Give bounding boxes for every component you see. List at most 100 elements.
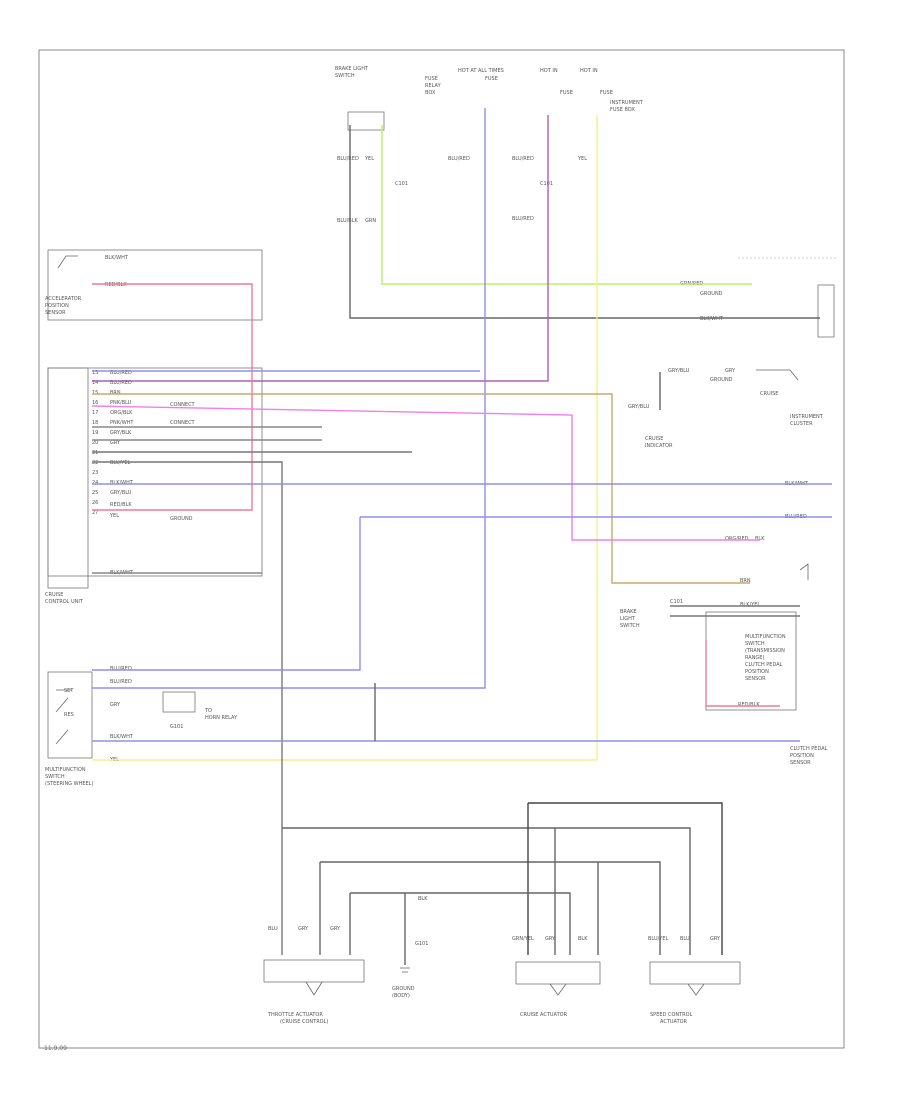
svg-text:RELAY: RELAY	[425, 83, 442, 89]
svg-text:BLU/RED: BLU/RED	[512, 216, 534, 222]
svg-text:SWITCH: SWITCH	[335, 73, 355, 79]
diagram-border	[38, 49, 845, 1049]
svg-text:BLU/YEL: BLU/YEL	[110, 460, 131, 466]
svg-text:(CRUISE CONTROL): (CRUISE CONTROL)	[280, 1019, 328, 1025]
svg-text:RED/BLK: RED/BLK	[110, 502, 132, 508]
svg-text:GRY: GRY	[330, 926, 341, 932]
svg-text:HOT IN: HOT IN	[580, 68, 598, 74]
svg-text:27: 27	[92, 510, 98, 516]
svg-text:18: 18	[92, 420, 98, 426]
svg-text:BLK/YEL: BLK/YEL	[740, 602, 760, 608]
svg-text:CONTROL UNIT: CONTROL UNIT	[45, 599, 84, 605]
svg-text:GROUND: GROUND	[392, 986, 415, 992]
svg-text:CRUISE ACTUATOR: CRUISE ACTUATOR	[520, 1012, 568, 1018]
svg-text:FUSE: FUSE	[485, 76, 498, 82]
svg-text:BLU: BLU	[680, 936, 690, 942]
svg-text:MULTIFUNCTION: MULTIFUNCTION	[745, 634, 786, 640]
svg-text:INSTRUMENT: INSTRUMENT	[610, 100, 644, 106]
svg-text:BLU/RED: BLU/RED	[110, 380, 132, 386]
svg-text:BLK/WHT: BLK/WHT	[110, 734, 134, 740]
svg-text:BLU/RED: BLU/RED	[448, 156, 470, 162]
svg-text:RED/BLK: RED/BLK	[738, 702, 760, 708]
svg-text:PNK/BLU: PNK/BLU	[110, 400, 132, 406]
svg-text:BLK/WHT: BLK/WHT	[105, 255, 129, 261]
top-center-labels: FUSE RELAY BOX HOT AT ALL TIMES FUSE BLU…	[425, 68, 644, 222]
svg-text:C101: C101	[395, 181, 408, 187]
svg-text:FUSE: FUSE	[560, 90, 573, 96]
cruise-control-unit: 13 14 15 16 17 18 19 20 21 22 23 24 25 2…	[45, 367, 263, 605]
svg-text:BLK: BLK	[755, 536, 765, 542]
svg-text:BOX: BOX	[425, 90, 436, 96]
svg-text:17: 17	[92, 410, 98, 416]
svg-text:20: 20	[92, 440, 98, 446]
multifunction-switch: SET RES BLU/RED BLU/RED GRY BLK/WHT YEL …	[45, 666, 238, 787]
svg-text:CRUISE: CRUISE	[45, 592, 63, 598]
svg-text:HOT AT ALL TIMES: HOT AT ALL TIMES	[458, 68, 504, 74]
svg-text:RED/BLK: RED/BLK	[105, 282, 127, 288]
svg-text:LIGHT: LIGHT	[620, 616, 636, 622]
svg-text:BLU/RED: BLU/RED	[110, 679, 132, 685]
wires	[91, 108, 832, 965]
svg-text:CLUTCH PEDAL: CLUTCH PEDAL	[790, 746, 828, 752]
svg-text:GROUND: GROUND	[700, 291, 723, 297]
svg-text:MULTIFUNCTION: MULTIFUNCTION	[45, 767, 86, 773]
svg-text:25: 25	[92, 490, 98, 496]
svg-text:INDICATOR: INDICATOR	[645, 443, 673, 449]
svg-text:15: 15	[92, 390, 98, 396]
svg-text:BLK/WHT: BLK/WHT	[110, 480, 134, 486]
svg-text:CONNECT: CONNECT	[170, 402, 196, 408]
svg-text:C101: C101	[540, 181, 553, 187]
svg-text:G101: G101	[415, 941, 428, 947]
svg-text:BRAKE LIGHT: BRAKE LIGHT	[335, 66, 369, 72]
svg-text:CLUSTER: CLUSTER	[790, 421, 813, 427]
svg-text:(TRANSMISSION: (TRANSMISSION	[745, 648, 785, 654]
svg-text:BLU/RED: BLU/RED	[337, 156, 359, 162]
svg-text:SENSOR: SENSOR	[45, 310, 66, 316]
svg-text:SENSOR: SENSOR	[745, 676, 766, 682]
svg-text:GRN/YEL: GRN/YEL	[512, 936, 534, 942]
svg-text:13: 13	[92, 370, 98, 376]
svg-text:CLUTCH PEDAL: CLUTCH PEDAL	[745, 662, 783, 668]
svg-text:GRY: GRY	[110, 702, 121, 708]
svg-text:SPEED CONTROL: SPEED CONTROL	[650, 1012, 693, 1018]
svg-text:16: 16	[92, 400, 98, 406]
svg-text:GRY/BLU: GRY/BLU	[628, 404, 650, 410]
svg-text:RES: RES	[64, 712, 74, 718]
svg-text:POSITION: POSITION	[745, 669, 769, 675]
svg-text:HOT IN: HOT IN	[540, 68, 558, 74]
svg-text:CRUISE: CRUISE	[645, 436, 663, 442]
svg-text:BLK/WHT: BLK/WHT	[700, 316, 724, 322]
svg-text:26: 26	[92, 500, 98, 506]
svg-text:TO: TO	[204, 708, 212, 714]
svg-text:G101: G101	[170, 724, 183, 730]
svg-text:GRN: GRN	[365, 218, 376, 224]
svg-text:CRUISE: CRUISE	[760, 391, 778, 397]
svg-text:GRY: GRY	[725, 368, 736, 374]
svg-text:ORG/RED: ORG/RED	[725, 536, 749, 542]
svg-text:BLU/RED: BLU/RED	[110, 370, 132, 376]
svg-text:POSITION: POSITION	[790, 753, 814, 759]
svg-text:BLU/YEL: BLU/YEL	[648, 936, 669, 942]
svg-text:SWITCH: SWITCH	[745, 641, 765, 647]
svg-text:BRN: BRN	[740, 578, 751, 584]
svg-text:THROTTLE ACTUATOR: THROTTLE ACTUATOR	[267, 1012, 323, 1018]
svg-text:C101: C101	[670, 599, 683, 605]
svg-text:PNK/WHT: PNK/WHT	[110, 420, 134, 426]
svg-text:GRY: GRY	[710, 936, 721, 942]
svg-text:FUSE BOX: FUSE BOX	[610, 107, 635, 113]
svg-text:BLU: BLU	[268, 926, 278, 932]
bottom-left-actuator: BLU GRY GRY THROTTLE ACTUATOR (CRUISE CO…	[263, 926, 365, 1025]
svg-text:ORG/BLK: ORG/BLK	[110, 410, 133, 416]
svg-text:GROUND: GROUND	[170, 516, 193, 522]
accelerator-position-sensor: BLK/WHT RED/BLK ACCELERATOR POSITION SEN…	[45, 249, 263, 321]
svg-text:BRN: BRN	[110, 390, 121, 396]
svg-text:BLK: BLK	[578, 936, 588, 942]
svg-text:(BODY): (BODY)	[392, 993, 410, 999]
svg-text:BLU/BLK: BLU/BLK	[337, 218, 359, 224]
svg-text:GRY: GRY	[545, 936, 556, 942]
bottom-ground: GROUND (BODY) BLK G101	[392, 896, 428, 999]
svg-text:BLU/RED: BLU/RED	[512, 156, 534, 162]
svg-text:CONNECT: CONNECT	[170, 420, 196, 426]
top-sensor-group: BRAKE LIGHT SWITCH BLU/RED BLU/BLK YEL G…	[335, 66, 408, 224]
